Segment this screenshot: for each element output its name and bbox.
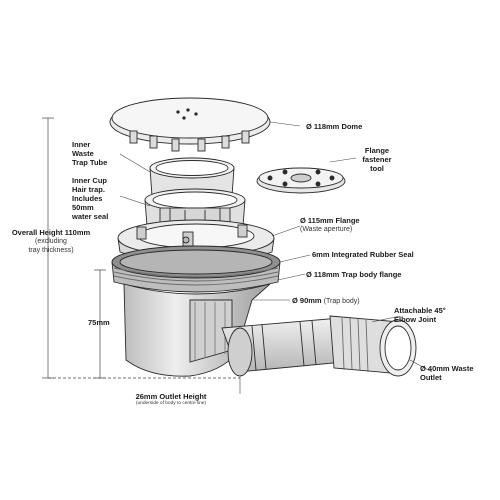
dim-75-label: 75mm [88,318,110,327]
rubber-seal-label: 6mm Integrated Rubber Seal [312,250,414,259]
flange-115-label: Ø 115mm Flange (Waste aperture) [300,216,360,233]
dome-part [109,97,271,152]
trap-body-label: Ø 90mm (Trap body) [292,296,360,305]
dome-label: Ø 118mm Dome [306,122,363,131]
inner-cup-label: Inner Cup Hair trap. Includes 50mm water… [72,176,109,221]
leader-lines [119,121,433,394]
outlet-height-label: 26mm Outlet Height (underside of body to… [135,392,207,406]
elbow-label: Attachable 45° Elbow Joint [394,306,446,324]
flange-tool-label: Flange fastener tool [362,146,392,173]
outlet-nut [329,315,417,377]
inner-tube-label: Inner Waste Trap Tube [72,140,108,167]
waste-outlet-label: Ø 40mm Waste Outlet [420,364,474,382]
threaded-flange [111,245,281,293]
trap-body-flange-label: Ø 118mm Trap body flange [306,270,402,279]
overall-height-label: Overall Height 110mm (excluding tray thi… [11,228,91,254]
dimension-lines [42,117,240,379]
fastener-tool [256,167,346,194]
elbow-pipe [221,317,345,377]
